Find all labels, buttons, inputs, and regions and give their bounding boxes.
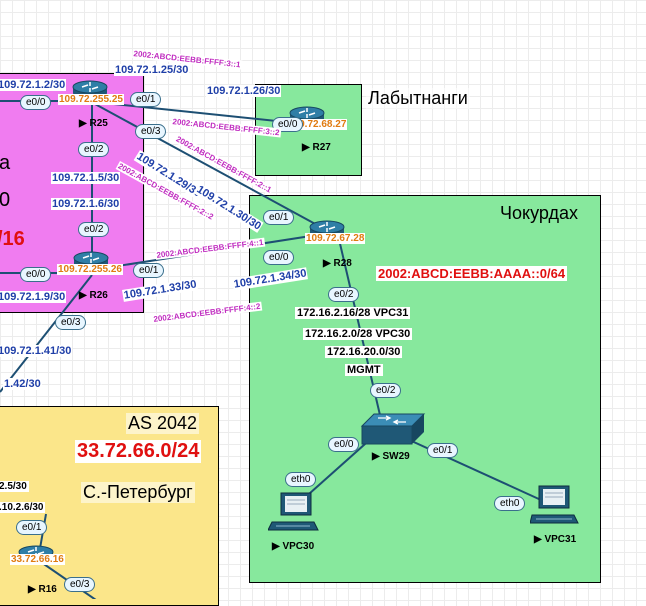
r16-name: ▶ R16 — [28, 584, 57, 595]
pc-icon — [530, 485, 579, 524]
port-r16-e03[interactable]: e0/3 — [64, 577, 96, 592]
r26-label: R26 — [89, 290, 108, 301]
play-marker-icon: ▶ — [272, 541, 283, 552]
r25-addr: 109.72.255.25 — [58, 94, 124, 105]
port-r28-e00[interactable]: e0/0 — [263, 250, 295, 265]
port-r26-e03[interactable]: e0/3 — [55, 315, 87, 330]
as-title-fragment-1: а — [0, 152, 11, 174]
r25-name: ▶ R25 — [79, 118, 108, 129]
port-r25-e02[interactable]: e0/2 — [78, 142, 110, 157]
link-label-r26-left: 109.72.1.9/30 — [0, 291, 67, 303]
play-marker-icon: ▶ — [534, 534, 545, 545]
link-label-spb-1: 2.5/30 — [0, 481, 29, 492]
r26-addr: 109.72.255.26 — [57, 264, 123, 275]
link-label-r25-r27-b: 109.72.1.26/30 — [206, 85, 282, 97]
as-title-fragment-2: 0 — [0, 189, 11, 211]
area-title-labytnangi: Лабытнанги — [366, 88, 470, 109]
port-r25-e01[interactable]: e0/1 — [130, 92, 162, 107]
spb-net: 33.72.66.0/24 — [75, 440, 202, 463]
r27-addr: 109.72.68.27 — [287, 119, 348, 130]
r27-name: ▶ R27 — [302, 142, 331, 153]
port-vpc31-eth0[interactable]: eth0 — [494, 496, 526, 511]
r27-label: R27 — [312, 142, 331, 153]
spb-as-number: AS 2042 — [126, 413, 200, 434]
r28-addr: 109.72.67.28 — [305, 233, 366, 244]
port-sw29-e00[interactable]: e0/0 — [328, 437, 360, 452]
r16-label: R16 — [38, 584, 57, 595]
link-label-r25-r26-a: 109.72.1.5/30 — [51, 172, 121, 184]
sw29-name: ▶ SW29 — [372, 451, 410, 462]
r26-name: ▶ R26 — [79, 290, 108, 301]
r28-subnet-line2: 172.16.2.0/28 VPC30 — [303, 328, 413, 340]
r28-name: ▶ R28 — [323, 258, 352, 269]
r28-subnet-line3: 172.16.20.0/30 — [325, 346, 403, 358]
port-r16-e01[interactable]: e0/1 — [16, 520, 48, 535]
vpc31-label: VPC31 — [544, 534, 577, 545]
port-r28-e01[interactable]: e0/1 — [263, 210, 295, 225]
port-r28-e02[interactable]: e0/2 — [328, 287, 360, 302]
r28-label: R28 — [333, 258, 352, 269]
port-sw29-e01[interactable]: e0/1 — [427, 443, 459, 458]
play-marker-icon: ▶ — [323, 258, 334, 269]
vpc30-name: ▶ VPC30 — [272, 541, 314, 552]
sw29-label: SW29 — [382, 451, 410, 462]
r16-addr: 33.72.66.16 — [10, 554, 65, 565]
port-r26-e00[interactable]: e0/0 — [20, 267, 52, 282]
vpc30-label: VPC30 — [282, 541, 315, 552]
play-marker-icon: ▶ — [79, 118, 90, 129]
port-r26-e02[interactable]: e0/2 — [78, 222, 110, 237]
switch-icon — [360, 413, 426, 445]
link-label-r25-r27-a: 109.72.1.25/30 — [114, 64, 190, 76]
play-marker-icon: ▶ — [302, 142, 313, 153]
r28-subnet-line4: MGMT — [345, 364, 383, 376]
switch-sw29[interactable] — [360, 412, 426, 446]
port-r25-e03[interactable]: e0/3 — [135, 124, 167, 139]
play-marker-icon: ▶ — [28, 584, 39, 595]
chokurdakh-ipv6-net: 2002:ABCD:EEBB:AAAA::0/64 — [376, 266, 568, 281]
port-vpc30-eth0[interactable]: eth0 — [285, 472, 317, 487]
vpc31-name: ▶ VPC31 — [534, 534, 576, 545]
link-label-r26-down-b: 1.42/30 — [3, 378, 42, 390]
as-net-fragment: /16 — [0, 228, 25, 250]
r25-label: R25 — [89, 118, 108, 129]
link-label-spb-2: .10.2.6/30 — [0, 502, 46, 513]
port-r26-e01[interactable]: e0/1 — [133, 263, 165, 278]
link-label-r25-left: 109.72.1.2/30 — [0, 79, 67, 91]
port-r25-e00[interactable]: e0/0 — [20, 95, 52, 110]
play-marker-icon: ▶ — [372, 451, 383, 462]
spb-city: С.-Петербург — [81, 482, 195, 503]
link-label-r25-r26-b: 109.72.1.6/30 — [51, 198, 121, 210]
pc-vpc30[interactable] — [268, 492, 320, 536]
port-sw29-e02[interactable]: e0/2 — [370, 383, 402, 398]
link-r26-down — [0, 274, 93, 393]
area-title-chokurdakh: Чокурдах — [500, 203, 578, 223]
pc-icon — [268, 492, 319, 531]
link-label-r26-down-a: 109.72.1.41/30 — [0, 345, 73, 357]
pc-vpc31[interactable] — [530, 485, 582, 529]
r28-subnet-line1: 172.16.2.16/28 VPC31 — [295, 307, 411, 319]
play-marker-icon: ▶ — [79, 290, 90, 301]
